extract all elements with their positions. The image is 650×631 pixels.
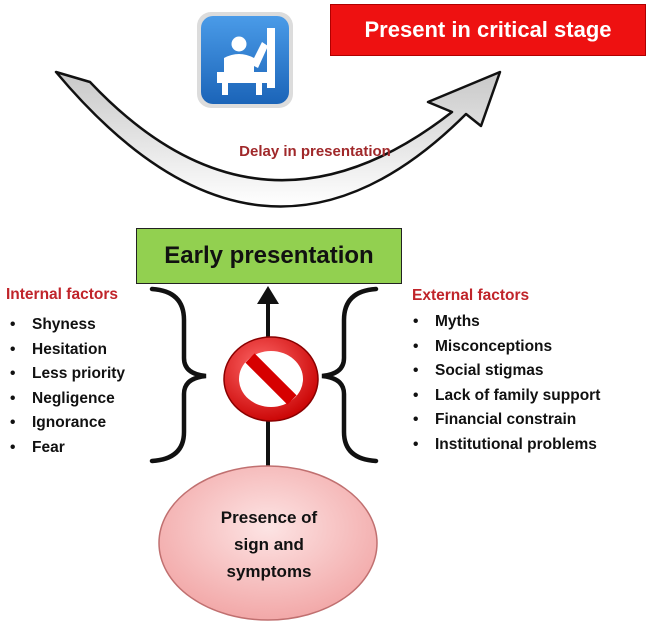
reception-desk-icon [197, 12, 293, 108]
list-item: •Institutional problems [413, 435, 597, 453]
external-factor-label: Financial constrain [435, 411, 577, 429]
internal-factor-label: Hesitation [32, 340, 107, 358]
list-item: •Negligence [10, 389, 115, 407]
list-item: •Hesitation [10, 340, 107, 358]
external-factor-label: Social stigmas [435, 362, 544, 380]
delay-label: Delay in presentation [239, 143, 391, 160]
external-factors-list: •Myths •Misconceptions •Social stigmas •… [413, 310, 600, 458]
early-presentation-box: Early presentation [136, 228, 402, 284]
internal-factor-label: Fear [32, 438, 65, 456]
list-item: •Less priority [10, 365, 126, 383]
list-item: •Fear [10, 438, 65, 456]
internal-factors-title: Internal factors [6, 286, 118, 303]
critical-stage-box: Present in critical stage [330, 4, 646, 56]
list-item: •Financial constrain [413, 411, 577, 429]
external-factor-label: Lack of family support [435, 386, 601, 404]
external-bracket [321, 286, 379, 464]
internal-factor-label: Shyness [32, 316, 96, 333]
critical-stage-label: Present in critical stage [364, 17, 612, 42]
early-presentation-label: Early presentation [164, 242, 374, 269]
symptoms-line: Presence of [220, 508, 318, 527]
list-item: •Myths [413, 313, 480, 330]
external-factor-label: Institutional problems [435, 435, 597, 453]
internal-bracket [149, 286, 207, 464]
internal-factors-list: •Shyness •Hesitation •Less priority •Neg… [10, 313, 125, 461]
internal-factor-label: Less priority [32, 365, 126, 383]
delay-curved-arrow [54, 70, 502, 208]
list-item: •Ignorance [10, 414, 107, 432]
external-factor-label: Misconceptions [435, 337, 553, 355]
symptoms-line: sign and [234, 535, 304, 554]
prohibited-icon [223, 336, 319, 422]
external-factors-title: External factors [412, 287, 530, 304]
list-item: •Social stigmas [413, 362, 544, 380]
symptoms-ellipse [158, 465, 378, 621]
symptoms-line: symptoms [226, 562, 312, 581]
internal-factor-label: Negligence [32, 389, 115, 407]
vertical-arrow-head [257, 286, 279, 304]
list-item: •Shyness [10, 316, 96, 333]
list-item: •Lack of family support [413, 386, 601, 404]
symptoms-label: Presence of sign and symptoms [160, 504, 378, 585]
internal-factor-label: Ignorance [32, 414, 107, 432]
list-item: •Misconceptions [413, 337, 553, 355]
external-factor-label: Myths [435, 313, 480, 330]
